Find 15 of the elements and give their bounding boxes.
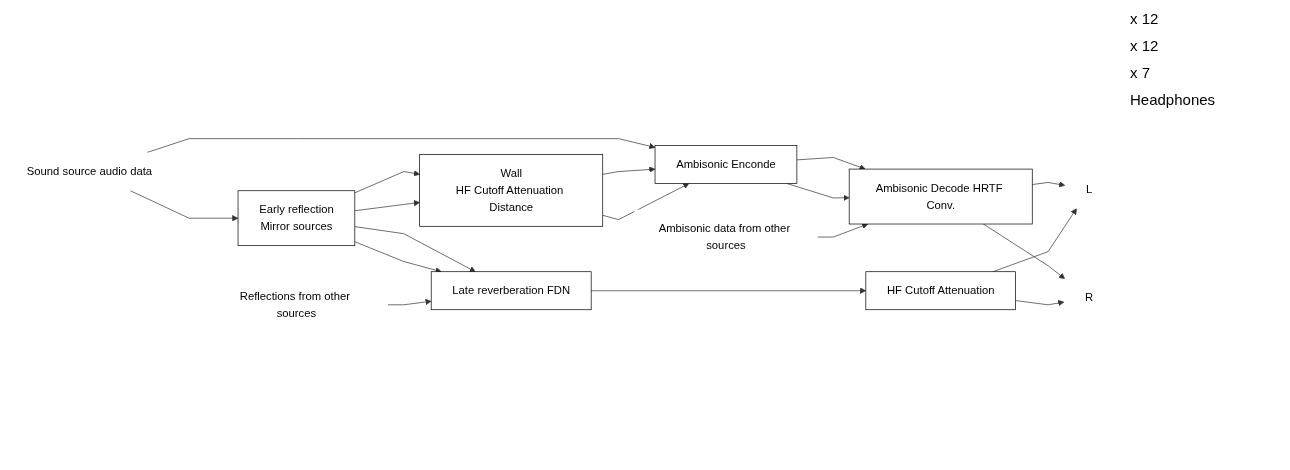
note-label: x 12 [1130, 37, 1160, 54]
node-text: R [1085, 290, 1094, 303]
node-box: Early reflection Mirror sources [237, 189, 356, 246]
note-label: x 7 [1130, 64, 1151, 81]
node-box: Wall HF Cutoff Attenuation Distance [419, 153, 604, 227]
node-box: Ambisonic Enconde [654, 144, 798, 184]
node-box: Late reverberation FDN [430, 270, 592, 310]
node-text: Ambisonic data from other sources [658, 221, 791, 251]
node-text: Reflections from other sources [239, 289, 350, 319]
node-box: HF Cutoff Attenuation [865, 270, 1016, 310]
note-label: Headphones [1130, 91, 1217, 108]
node-text: Sound source audio data [26, 164, 153, 177]
node-box: Ambisonic Decode HRTF Conv. [848, 168, 1033, 224]
node-text: L [1086, 182, 1093, 195]
note-label: x 12 [1130, 10, 1160, 27]
